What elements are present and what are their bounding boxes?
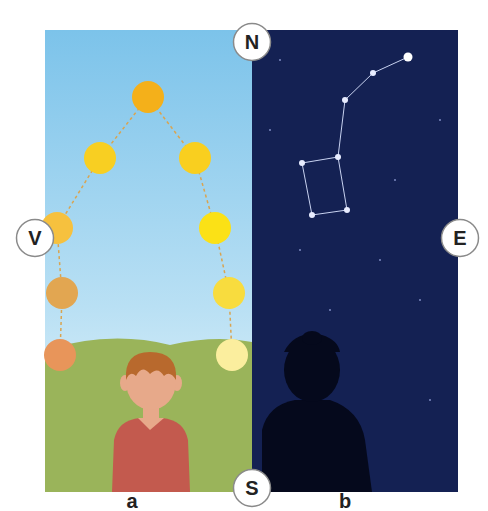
panel-letter: b <box>339 491 351 511</box>
compass-circle: E <box>440 218 480 258</box>
direction-letter: S <box>245 478 258 498</box>
panel-letter: a <box>126 491 137 511</box>
silhouette <box>262 331 372 492</box>
sun-path <box>57 97 232 355</box>
night-sky <box>252 30 458 492</box>
direction-letter: E <box>453 228 466 248</box>
compass-circle: S <box>232 468 272 508</box>
faint-stars <box>269 59 441 401</box>
hill <box>45 339 252 492</box>
direction-letter: N <box>245 32 259 52</box>
big-dipper <box>299 53 413 219</box>
sun-positions <box>41 81 248 371</box>
day-sky <box>45 30 252 492</box>
direction-letter: V <box>28 228 41 248</box>
boy <box>112 352 190 492</box>
compass-circle: N <box>232 22 272 62</box>
compass-circle: V <box>15 218 55 258</box>
